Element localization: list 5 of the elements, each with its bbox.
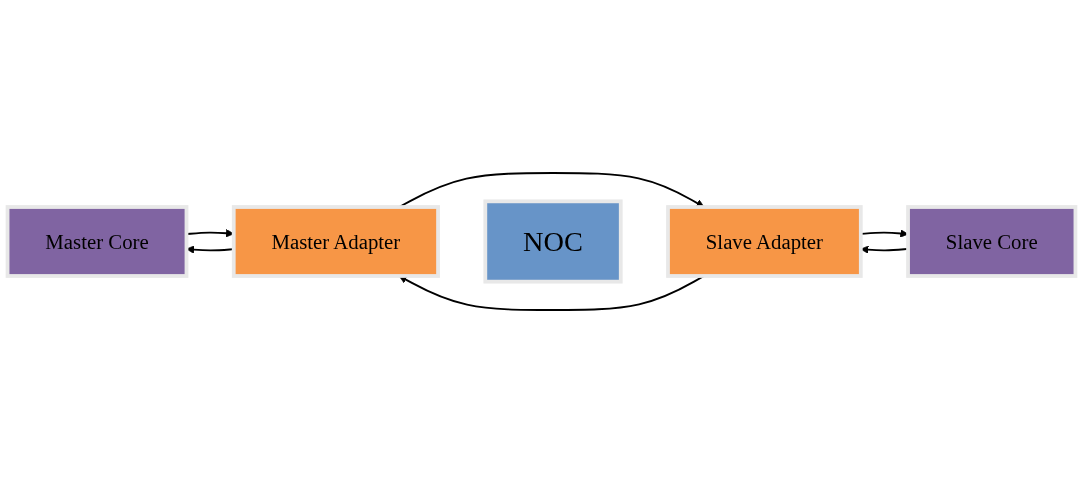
node-box: Slave Adapter bbox=[666, 205, 863, 278]
node-box: NOC bbox=[483, 199, 623, 284]
node-box: Master Adapter bbox=[231, 205, 440, 278]
node-box: Master Core bbox=[5, 205, 189, 278]
node-box: Slave Core bbox=[906, 205, 1078, 278]
